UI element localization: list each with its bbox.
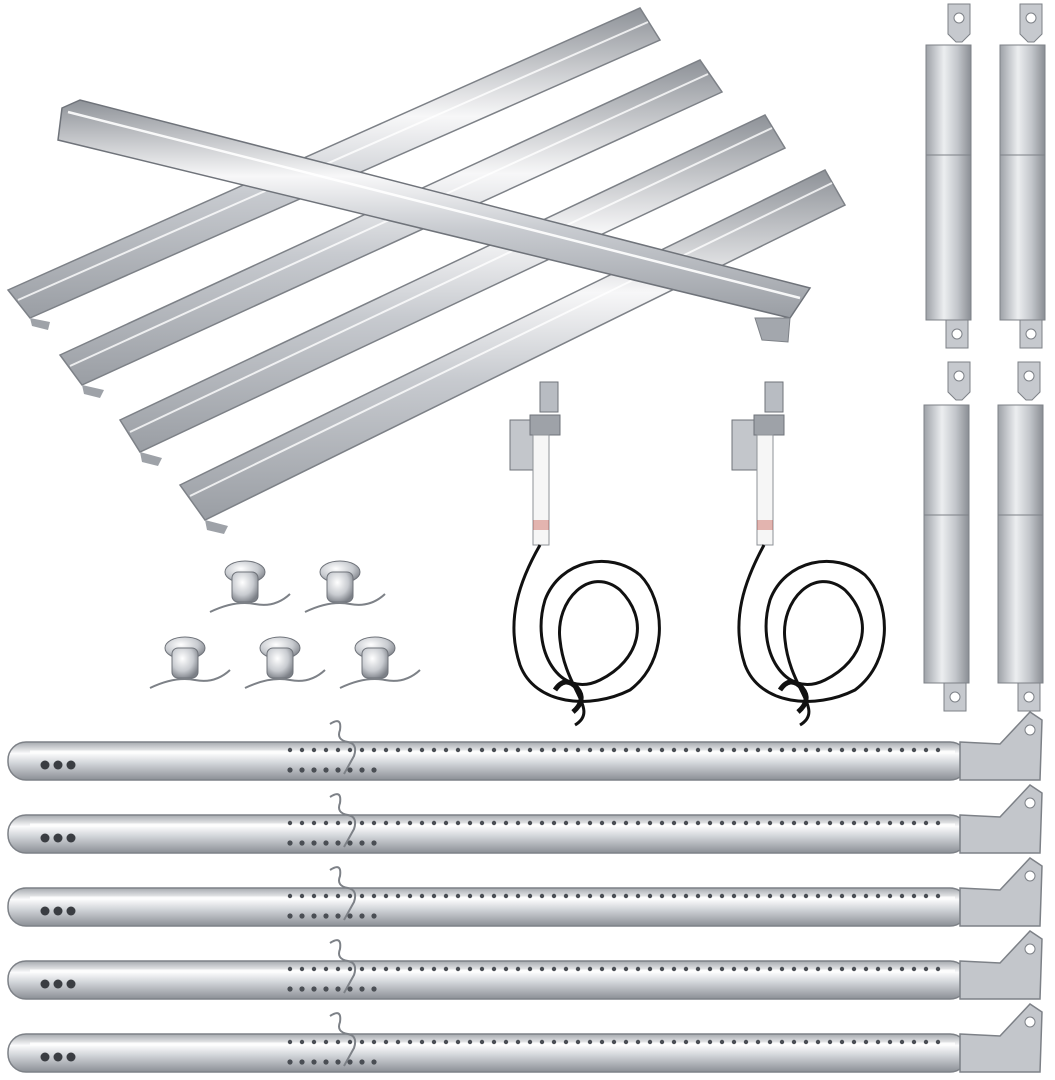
crossover-tube — [997, 361, 1044, 712]
burner-clip — [149, 636, 231, 689]
burner-clip — [304, 560, 386, 613]
crossover-tube — [923, 361, 971, 712]
crossover-tube — [999, 3, 1046, 349]
burner-tube — [7, 930, 1043, 1000]
igniter-electrode — [509, 381, 661, 727]
burner-clip — [244, 636, 326, 689]
crossover-tube — [925, 3, 972, 349]
burner-clip — [209, 560, 291, 613]
heat-plate — [6, 7, 662, 330]
burner-clips — [149, 560, 421, 689]
burner-tube — [7, 711, 1043, 781]
heat-plate — [57, 99, 812, 343]
heat-plates — [6, 7, 847, 534]
burner-clip — [339, 636, 421, 689]
burner-tubes — [7, 711, 1043, 1073]
burner-tube — [7, 784, 1043, 854]
heat-plate — [118, 114, 787, 466]
burner-tube — [7, 857, 1043, 927]
igniter-electrodes — [509, 381, 886, 727]
crossover-tubes — [923, 3, 1046, 712]
igniter-electrode — [731, 381, 886, 727]
burner-tube — [7, 1003, 1043, 1073]
